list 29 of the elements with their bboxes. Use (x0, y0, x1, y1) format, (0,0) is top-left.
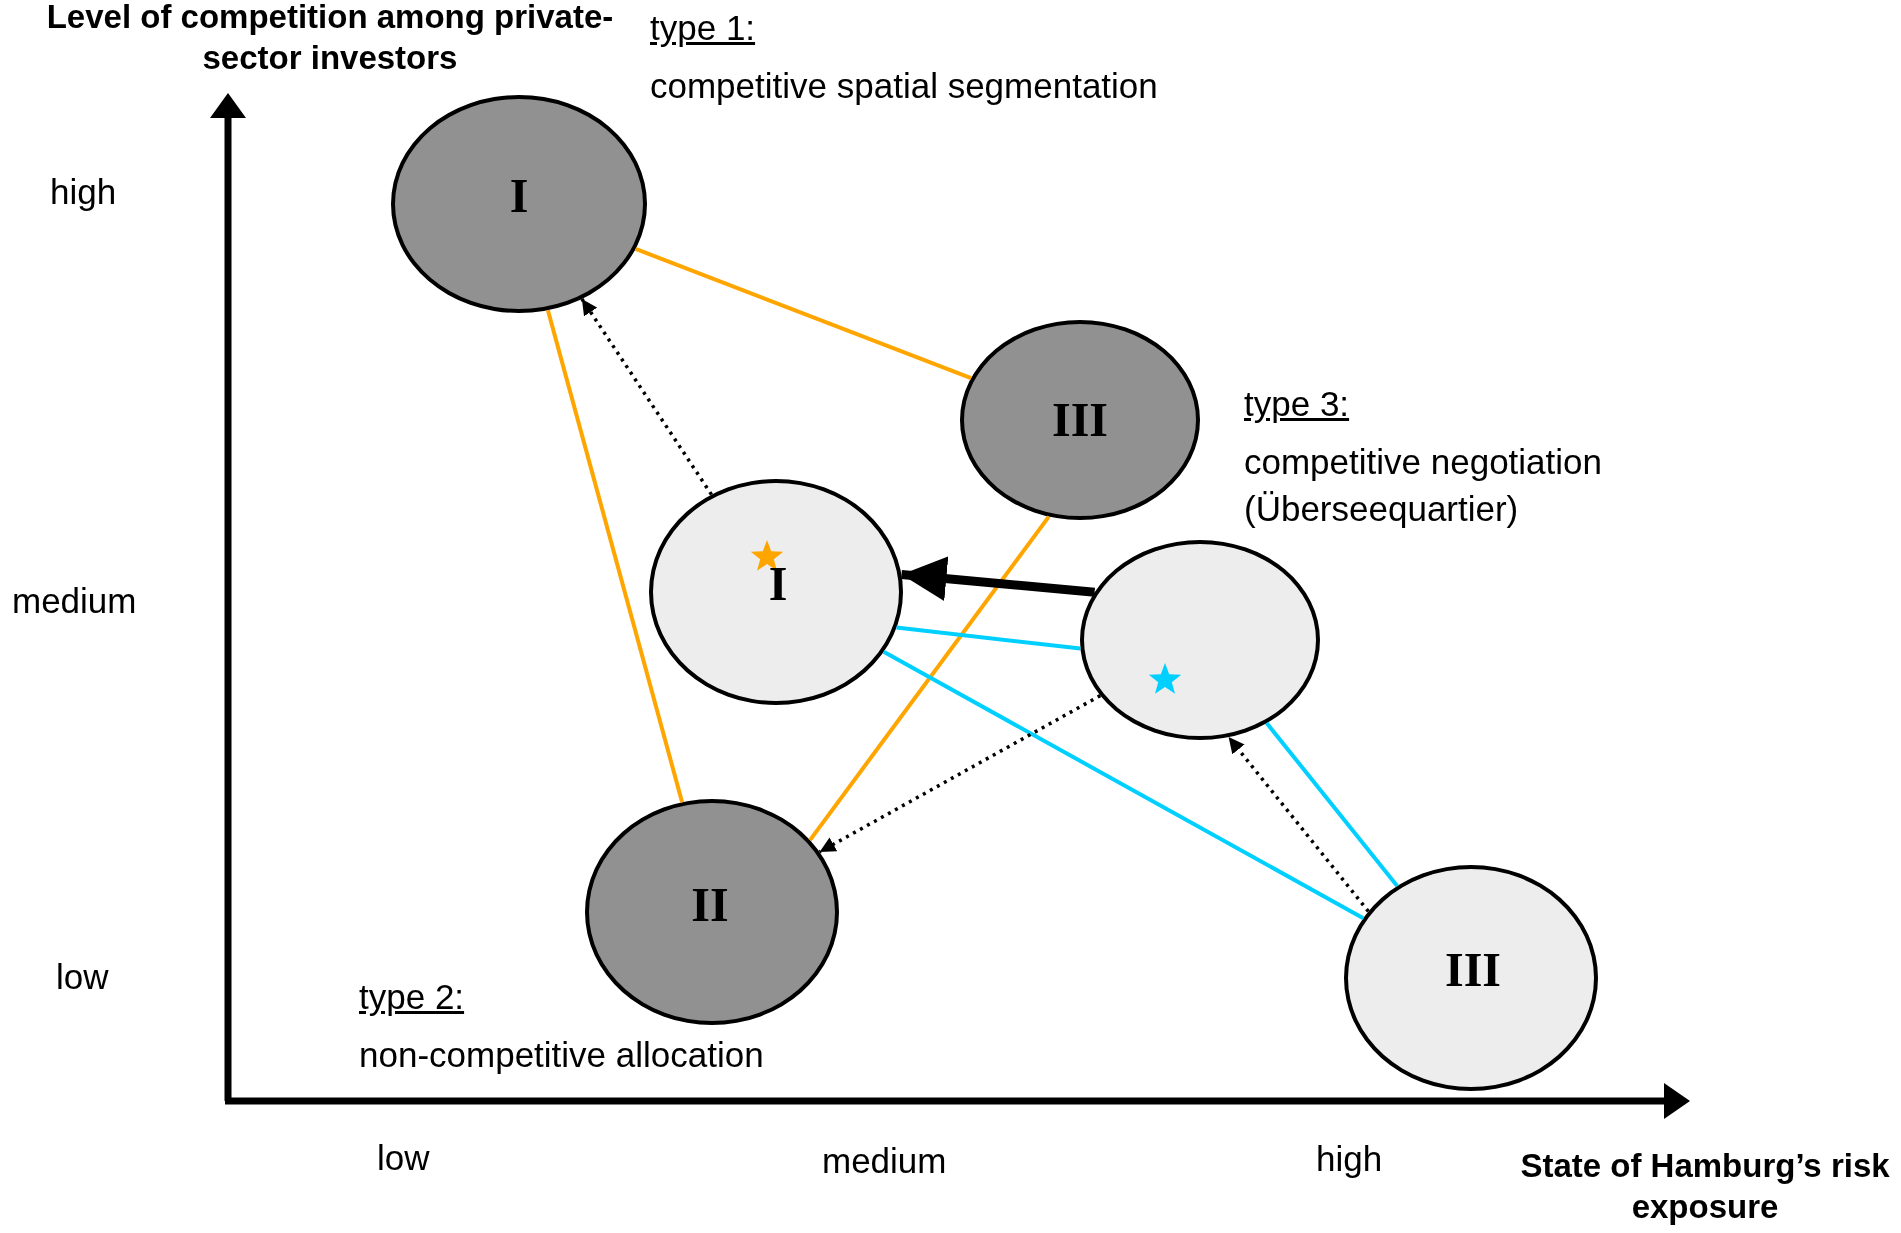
axis-tick-label: high (50, 171, 117, 213)
connector-line (896, 625, 1081, 651)
axis-title: State of Hamburg’s risk exposure (1519, 1146, 1891, 1228)
dotted-arrow (580, 297, 713, 496)
axis-tick-label: high (1316, 1138, 1383, 1180)
type-heading: type 1: (650, 7, 756, 49)
axis-tick-label: low (56, 956, 109, 998)
axis-tick-label: medium (822, 1140, 947, 1182)
connector-line (634, 247, 972, 380)
roman-numeral: II (691, 881, 729, 929)
type-heading: type 3: (1244, 383, 1350, 425)
dotted-arrow (818, 694, 1102, 854)
roman-numeral: I (509, 172, 529, 220)
type-description: non-competitive allocation (359, 1034, 764, 1076)
type-description: competitive spatial segmentation (650, 65, 1158, 107)
connector-line (808, 515, 1051, 842)
connector-line (1265, 721, 1399, 888)
type-heading: type 2: (359, 976, 465, 1018)
dotted-arrow (1227, 736, 1370, 913)
roman-numeral: I (768, 560, 788, 608)
connector-line (882, 650, 1365, 920)
axis-title: Level of competition among private- sector investors (45, 0, 615, 79)
roman-numeral: III (1052, 396, 1108, 444)
axis-tick-label: medium (12, 580, 137, 622)
arrow (901, 556, 1095, 602)
type-description: competitive negotiation (Überseequartier) (1244, 441, 1603, 531)
axis-tick-label: low (377, 1137, 430, 1179)
connector-line (545, 309, 685, 803)
roman-numeral: III (1445, 946, 1501, 994)
